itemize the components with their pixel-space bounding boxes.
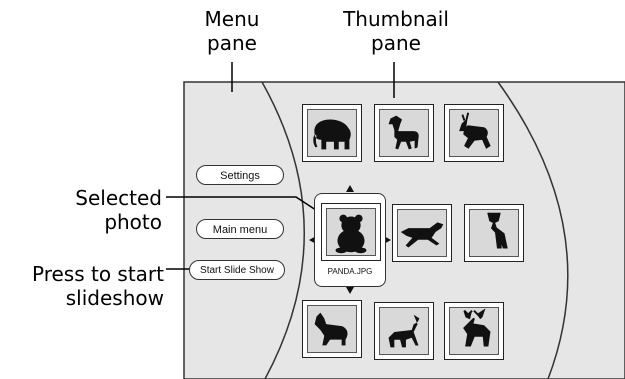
menu-pane-label: Menu pane [186,7,278,55]
arrow-down-icon [346,287,354,294]
dog-icon [314,312,348,346]
thumbnail-running-horse[interactable] [392,204,452,262]
thumbnail-moose[interactable] [444,302,504,360]
press-to-start-label: Press to start slideshow [4,262,164,310]
press-to-start-label-line1: Press to start [31,262,164,286]
thumbnail-reindeer[interactable] [444,104,504,162]
thumbnail-panda[interactable] [321,203,381,261]
menu-divider-arc [261,81,305,379]
leader-selected-photo [166,196,323,215]
start-slideshow-button[interactable]: Start Slide Show [189,260,285,280]
moose-icon [463,308,491,347]
right-divider-arc [497,81,569,379]
horse-icon [400,222,444,248]
selected-photo-label: Selected photo [52,186,162,234]
menu-pane-label-line2: pane [207,31,257,55]
panda-icon [335,214,367,254]
horse-icon [388,314,420,348]
thumbnail-dog[interactable] [302,300,362,358]
menu-pane-label-line1: Menu [204,7,260,31]
thumbnail-elephant[interactable] [302,104,362,162]
selected-photo-filename: PANDA.JPG [327,267,373,276]
thumbnail-horse[interactable] [374,104,434,162]
thumbnail-pane-label-line2: pane [371,31,421,55]
reindeer-icon [459,112,491,149]
elephant-icon [313,119,351,150]
main-menu-button[interactable]: Main menu [196,219,284,239]
selected-photo-label-line1: Selected [75,186,162,210]
thumbnail-walking-horse[interactable] [374,302,434,360]
arrow-up-icon [346,185,354,192]
selected-photo-label-line2: photo [104,210,162,234]
deer-icon [487,212,508,249]
thumbnail-pane-label-line1: Thumbnail [343,7,449,31]
thumbnail-deer[interactable] [464,204,524,262]
press-to-start-label-line2: slideshow [65,286,164,310]
horse-icon [388,115,419,150]
settings-button[interactable]: Settings [196,165,284,185]
thumbnail-pane-label: Thumbnail pane [320,7,472,55]
